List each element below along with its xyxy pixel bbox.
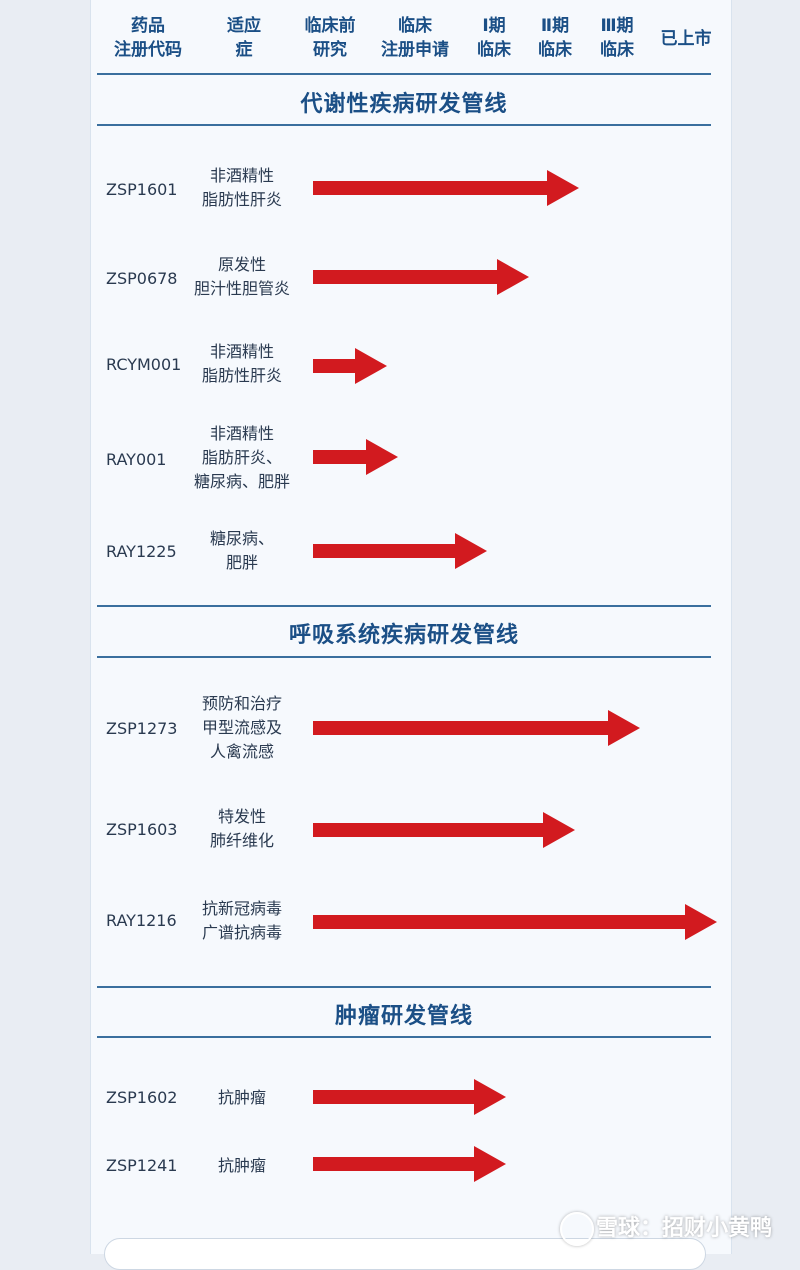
col-header-phase1: Ⅰ期 临床 — [477, 16, 511, 60]
progress-arrow — [313, 1146, 506, 1182]
col-header-indication: 适应 症 — [227, 16, 261, 60]
col-header-code: 药品 注册代码 — [114, 16, 182, 60]
progress-arrow — [313, 904, 717, 940]
col-header-preclinical: 临床前 研究 — [304, 16, 356, 60]
section-title-oncology: 肿瘤研发管线 — [334, 1004, 473, 1029]
watermark: 雪球：招财小黄鸭 — [596, 1216, 773, 1241]
indication: 预防和治疗 甲型流感及 人禽流感 — [201, 694, 282, 761]
indication: 抗肿瘤 — [217, 1088, 266, 1107]
divider — [97, 124, 711, 126]
col-header-phase2: Ⅱ期 临床 — [538, 16, 572, 60]
indication: 非酒精性 脂肪性肝炎 — [201, 166, 282, 209]
progress-arrow — [313, 812, 575, 848]
drug-code: RAY1225 — [106, 542, 177, 561]
indication: 抗肿瘤 — [217, 1156, 266, 1175]
snowball-logo-icon — [560, 1212, 594, 1246]
progress-arrow — [313, 1079, 506, 1115]
divider — [97, 656, 711, 658]
drug-code: ZSP1602 — [106, 1088, 178, 1107]
progress-arrow — [313, 259, 529, 295]
drug-code: ZSP1273 — [106, 719, 178, 738]
indication: 非酒精性 脂肪肝炎、 糖尿病、肥胖 — [193, 424, 290, 491]
divider — [97, 986, 711, 988]
drug-code: RAY001 — [106, 450, 167, 469]
drug-code: ZSP0678 — [106, 269, 178, 288]
comment-input[interactable] — [104, 1238, 706, 1270]
col-header-phase3: Ⅲ期 临床 — [600, 16, 634, 60]
progress-arrow — [313, 710, 640, 746]
indication: 抗新冠病毒 广谱抗病毒 — [201, 899, 282, 942]
drug-code: ZSP1241 — [106, 1156, 178, 1175]
pipeline-sheet — [90, 0, 732, 1254]
drug-code: ZSP1603 — [106, 820, 178, 839]
progress-arrow — [313, 533, 487, 569]
indication: 原发性 胆汁性胆管炎 — [193, 255, 290, 298]
divider — [97, 1036, 711, 1038]
indication: 糖尿病、 肥胖 — [209, 529, 274, 572]
progress-arrow — [313, 348, 387, 384]
progress-arrow — [313, 439, 398, 475]
drug-code: RCYM001 — [106, 355, 182, 374]
col-header-ind: 临床 注册申请 — [381, 16, 449, 60]
indication: 特发性 肺纤维化 — [209, 807, 274, 850]
drug-code: RAY1216 — [106, 911, 177, 930]
section-title-metabolic: 代谢性疾病研发管线 — [300, 92, 508, 117]
section-title-respiratory: 呼吸系统疾病研发管线 — [288, 623, 519, 648]
divider — [97, 73, 711, 75]
indication: 非酒精性 脂肪性肝炎 — [201, 342, 282, 385]
divider — [97, 605, 711, 607]
col-header-marketed: 已上市 — [660, 29, 712, 49]
drug-code: ZSP1601 — [106, 180, 178, 199]
progress-arrow — [313, 170, 579, 206]
